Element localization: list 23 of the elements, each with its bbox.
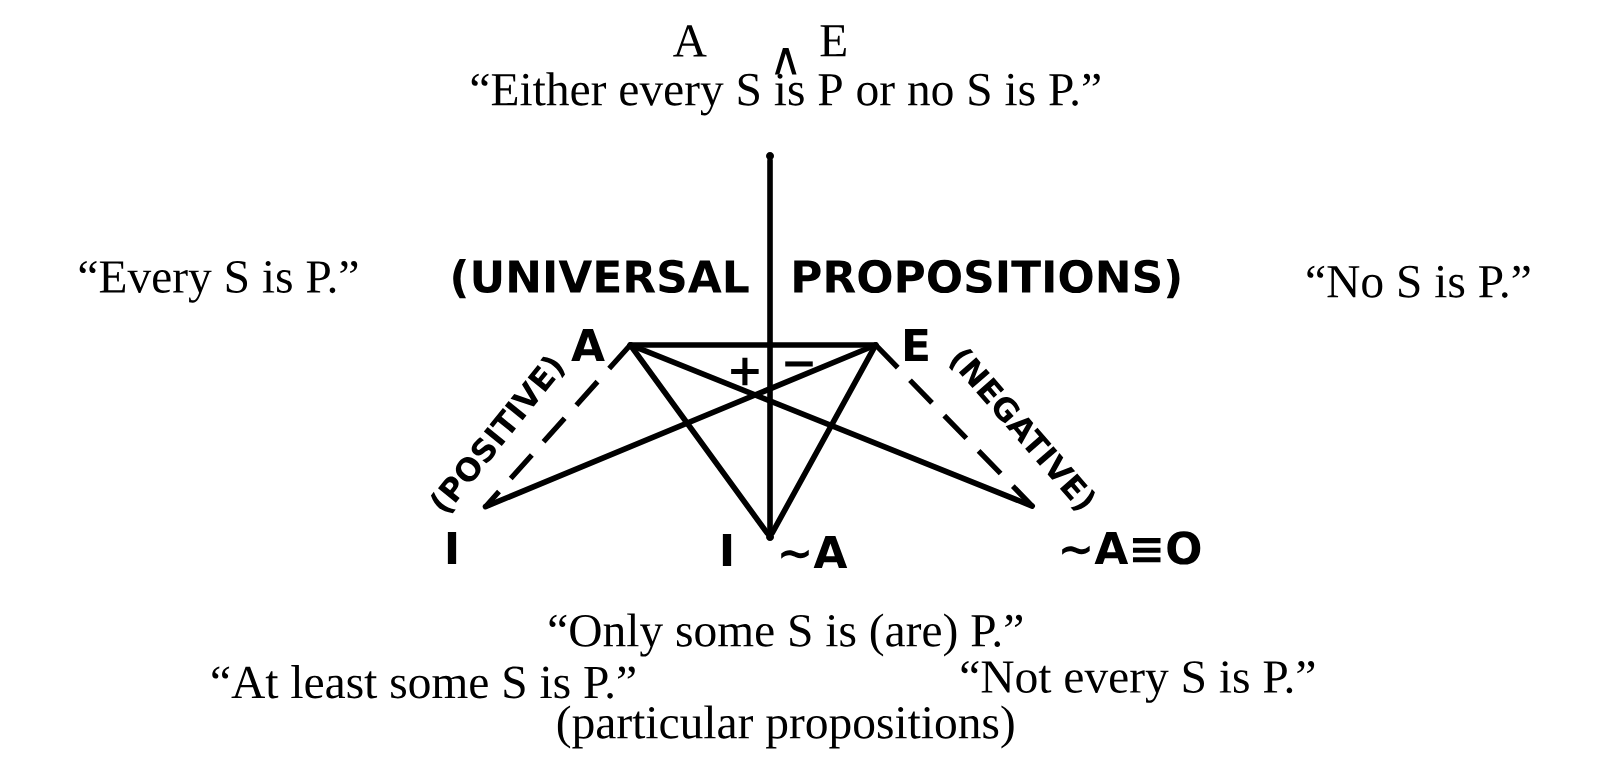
quotation: “At least some S is P.” (212, 665, 635, 699)
caption: (particular propositions) (557, 705, 1014, 749)
sign: − (785, 361, 813, 367)
quotation: “No S is P.” (1307, 265, 1530, 298)
top-letter: A (673, 25, 707, 57)
vertex-label: ~A (781, 535, 848, 568)
vertex-label: ~A≡O (1062, 531, 1201, 565)
vertex-label: I (447, 531, 457, 564)
quotation: “Only some S is (are) P.” (549, 613, 1022, 657)
quotation: “Every S is P.” (79, 260, 358, 303)
heading: PROPOSITIONS) (794, 259, 1180, 299)
vertex-label: E (905, 328, 928, 361)
vertex-label: I (722, 533, 732, 566)
top-letter: E (820, 25, 846, 57)
line (627, 342, 1036, 509)
quotation: “Not every S is P.” (961, 661, 1315, 703)
wedge-symbol: ∧ (774, 47, 797, 75)
heading: (UNIVERSAL (453, 259, 749, 299)
line (627, 342, 771, 536)
line (482, 342, 879, 510)
sign: + (731, 357, 759, 386)
line (769, 342, 879, 536)
vertex-label: A (571, 328, 605, 361)
